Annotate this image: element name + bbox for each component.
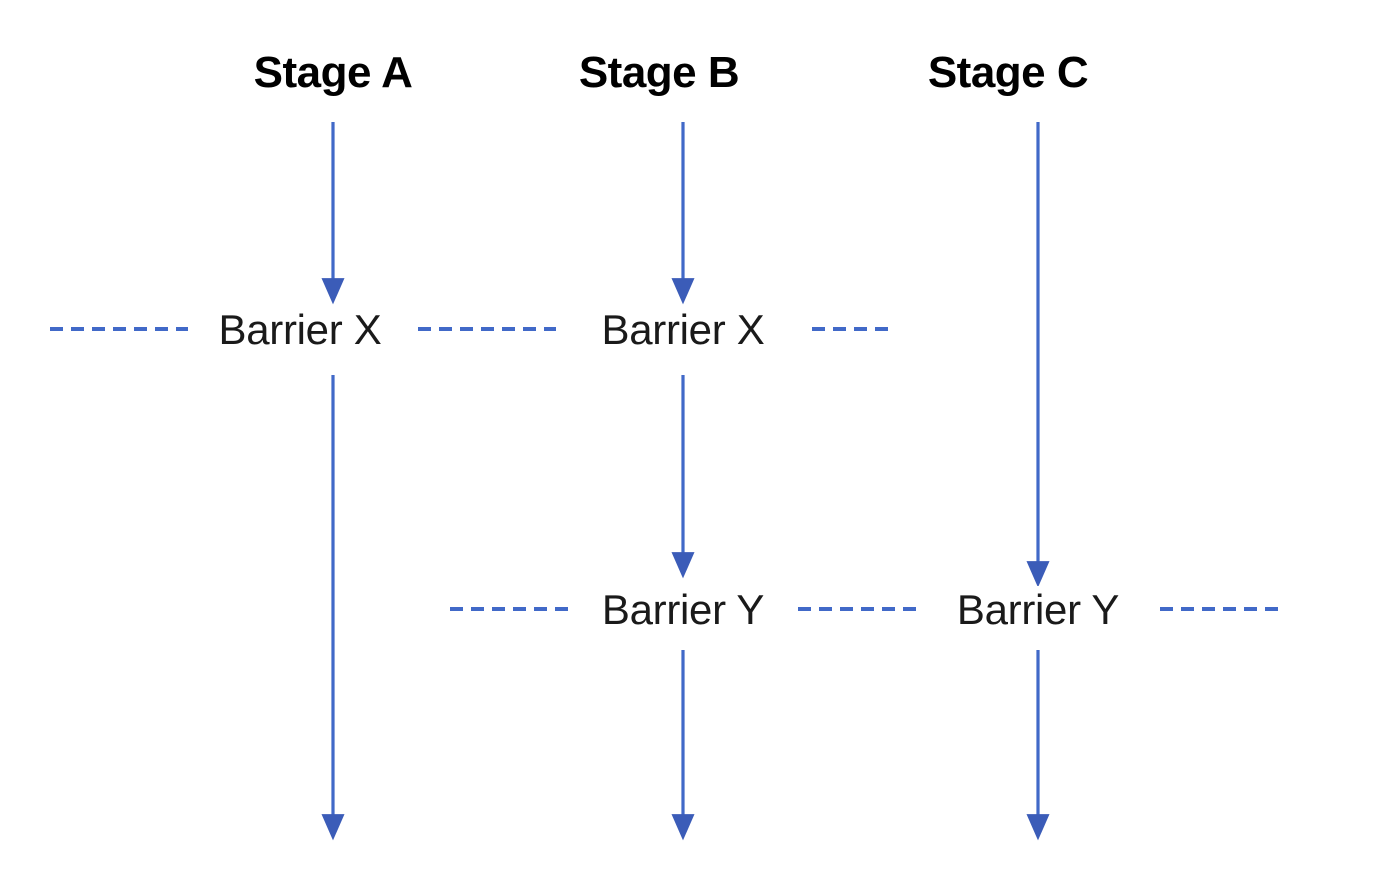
barrier-label-x-a: Barrier X [206,306,394,354]
arrows-group [321,122,1050,841]
barrier-label-y-b: Barrier Y [589,586,777,634]
dashed-connector-group [50,327,1282,611]
stage-header-c: Stage C [927,48,1089,97]
stage-header-b: Stage B [578,48,740,97]
stage-header-a: Stage A [253,48,413,97]
barrier-label-x-b: Barrier X [589,306,777,354]
barrier-label-y-c: Barrier Y [944,586,1132,634]
